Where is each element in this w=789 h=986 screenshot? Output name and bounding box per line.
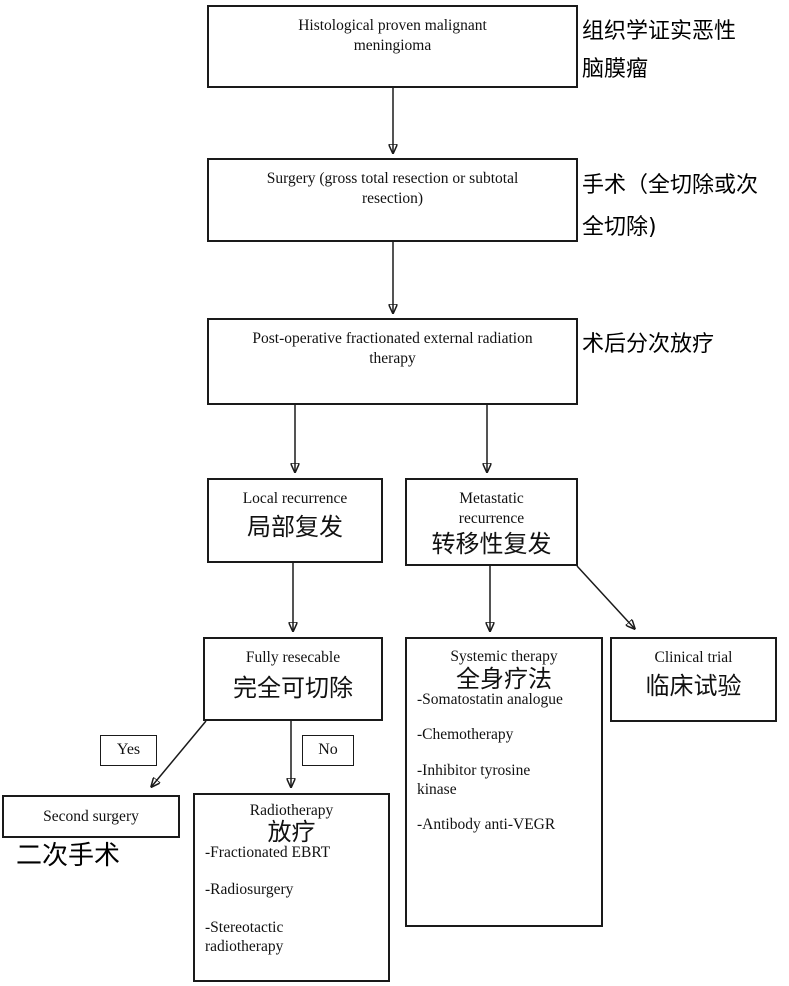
radiotherapy-item: -Radiosurgery (205, 881, 294, 899)
node-fully-resecable-zh: 完全可切除 (233, 674, 353, 703)
annotation-surgery-zh: 手术（全切除或次全切除) (582, 173, 759, 240)
node-metastatic-recurrence-label: Metastatic recurrence (458, 490, 525, 528)
systemic-item: -Inhibitor tyrosine kinase (417, 761, 531, 799)
systemic-item: -Chemotherapy (417, 726, 514, 744)
node-metastatic-recurrence-zh: 转移性复发 (431, 530, 552, 559)
node-metastatic-recurrence: Metastatic recurrence 转移性复发 (405, 478, 578, 566)
node-local-recurrence-label: Local recurrence (242, 490, 348, 507)
node-local-recurrence-zh: 局部复发 (247, 513, 343, 542)
node-radiotherapy: Radiotherapy 放疗 -Fractionated EBRT -Radi… (193, 793, 390, 982)
node-fully-resecable: Fully resecable 完全可切除 (203, 637, 383, 721)
node-second-surgery: Second surgery (2, 795, 180, 838)
branch-label-no: No (302, 735, 354, 766)
node-histology: Histological proven malignant meningioma (207, 5, 578, 88)
node-systemic-therapy: Systemic therapy 全身疗法 -Somatostatin anal… (405, 637, 603, 927)
annotation-postop-zh: 术后分次放疗 (582, 332, 715, 357)
node-systemic-therapy-zh: 全身疗法 (456, 665, 552, 694)
radiotherapy-item: -Stereotactic radiotherapy (205, 918, 284, 956)
systemic-item: -Antibody anti-VEGR (417, 816, 556, 834)
annotation-second-surgery-zh: 二次手术 (16, 841, 121, 871)
arrow-metastatic-to-clinical (576, 565, 634, 628)
arrow-resecable-yes-to-second-surgery (152, 720, 207, 786)
node-postop-radiation-label: Post-operative fractionated external rad… (252, 330, 533, 368)
node-systemic-therapy-label: Systemic therapy (450, 648, 558, 665)
node-local-recurrence: Local recurrence 局部复发 (207, 478, 383, 563)
node-clinical-trial-label: Clinical trial (654, 649, 733, 666)
node-surgery-label: Surgery (gross total resection or subtot… (266, 170, 519, 208)
node-surgery: Surgery (gross total resection or subtot… (207, 158, 578, 242)
node-postop-radiation: Post-operative fractionated external rad… (207, 318, 578, 405)
node-clinical-trial-zh: 临床试验 (645, 672, 742, 701)
annotation-histology-zh: 组织学证实恶性脑膜瘤 (582, 19, 737, 82)
node-radiotherapy-zh: 放疗 (267, 818, 316, 847)
node-clinical-trial: Clinical trial 临床试验 (610, 637, 777, 722)
radiotherapy-item: -Fractionated EBRT (205, 843, 331, 861)
branch-label-yes: Yes (100, 735, 157, 766)
node-histology-label: Histological proven malignant meningioma (298, 17, 487, 55)
node-radiotherapy-label: Radiotherapy (249, 802, 334, 819)
node-fully-resecable-label: Fully resecable (245, 649, 341, 666)
systemic-item: -Somatostatin analogue (417, 690, 563, 708)
